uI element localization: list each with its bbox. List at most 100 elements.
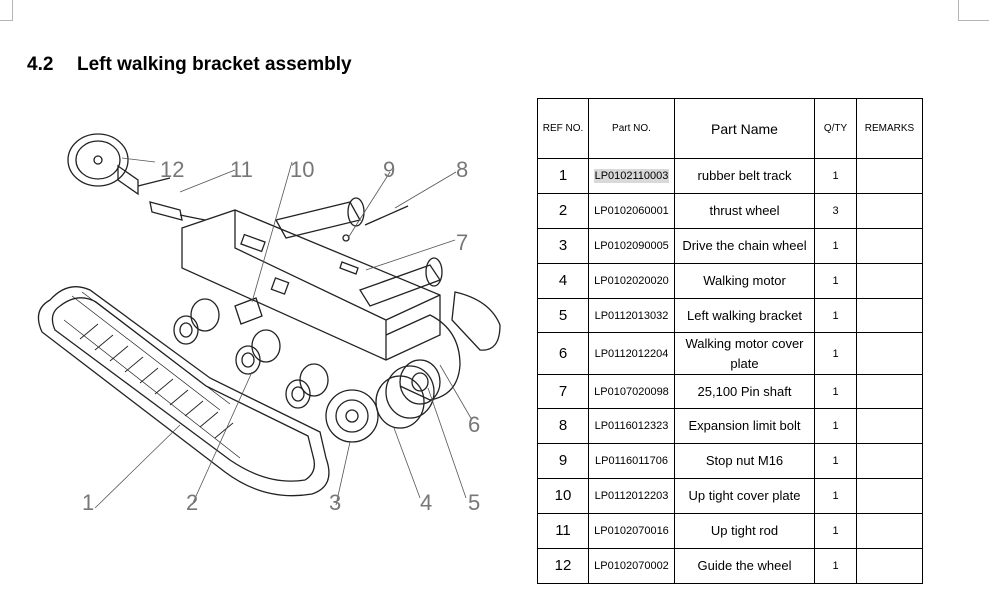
left-walking-bracket-drawing (181, 197, 461, 401)
qty-text: 1 (832, 420, 839, 432)
part-no-text: LP0102070002 (594, 560, 669, 572)
remarks-cell (856, 443, 923, 479)
page-corner-mark-left (0, 0, 13, 21)
qty-cell: 1 (814, 332, 857, 375)
part-name-cell: Up tight rod (674, 513, 815, 549)
part-name-cell: Up tight cover plate (674, 478, 815, 514)
ref-no-cell: 3 (537, 228, 589, 264)
qty-cell: 1 (814, 228, 857, 264)
part-no-text: LP0102020020 (594, 275, 669, 287)
part-name-text: Walking motor cover plate (685, 335, 804, 371)
section-heading: 4.2 Left walking bracket assembly (27, 54, 352, 76)
part-name-text: Drive the chain wheel (682, 238, 807, 253)
up-tight-cover-plate-drawing (234, 297, 263, 325)
ref-no-text: 11 (555, 522, 571, 539)
part-no-cell: LP0102020020 (588, 263, 675, 299)
part-name-text: Stop nut M16 (705, 453, 784, 468)
header-ref-no: REF NO. (537, 98, 589, 159)
part-name-cell: Guide the wheel (674, 548, 815, 584)
remarks-cell (856, 158, 923, 194)
part-no-cell: LP0102070016 (588, 513, 675, 549)
part-no-text: LP0102090005 (594, 240, 669, 252)
callout-4: 4 (420, 490, 432, 515)
ref-no-text: 10 (554, 487, 572, 504)
header-part-no: Part NO. (588, 98, 675, 159)
walking-motor-drawing (375, 359, 441, 429)
stop-nut-drawing (342, 234, 350, 242)
ref-no-text: 7 (558, 382, 568, 400)
part-no-cell: LP0102110003 (588, 158, 675, 194)
part-name-text: Left walking bracket (687, 307, 802, 323)
part-no-text: LP0112012203 (594, 490, 669, 502)
part-name-cell: rubber belt track (674, 158, 815, 194)
part-name-text: Guide the wheel (697, 558, 792, 573)
part-name-cell: Walking motor cover plate (674, 332, 815, 375)
ref-no-text: 8 (558, 417, 568, 434)
part-no-text: LP0102110003 (593, 169, 670, 183)
part-name-cell: thrust wheel (674, 193, 815, 229)
part-no-text: LP0116012323 (594, 420, 669, 432)
callout-10: 10 (290, 157, 314, 182)
part-no-text: LP0102060001 (594, 205, 669, 217)
part-no-cell: LP0112013032 (588, 298, 675, 333)
qty-cell: 1 (814, 298, 857, 333)
callout-7: 7 (456, 230, 468, 255)
remarks-cell (856, 374, 923, 409)
callout-numbers: 1 2 3 4 5 6 7 8 9 10 11 12 (82, 157, 480, 515)
qty-text: 1 (832, 347, 839, 360)
callout-leader-lines (94, 157, 473, 509)
part-no-text: LP0112013032 (594, 309, 669, 322)
part-name-cell: Stop nut M16 (674, 443, 815, 479)
ref-no-cell: 8 (537, 408, 589, 444)
ref-no-cell: 11 (537, 513, 589, 549)
part-name-text: 25,100 Pin shaft (697, 383, 792, 399)
parts-list-table: REF NO. Part NO. Part Name Q/TY REMARKS … (537, 98, 923, 584)
remarks-cell (856, 228, 923, 264)
part-name-text: Up tight rod (710, 523, 779, 538)
remarks-cell (856, 408, 923, 444)
qty-text: 1 (832, 275, 839, 287)
remarks-cell (856, 298, 923, 333)
part-name-text: thrust wheel (709, 203, 780, 218)
remarks-cell (856, 332, 923, 375)
ref-no-cell: 10 (537, 478, 589, 514)
section-number: 4.2 (27, 54, 54, 75)
table-row: 10 LP0112012203 Up tight cover plate 1 (537, 478, 923, 514)
callout-1: 1 (82, 490, 94, 515)
part-no-text: LP0116011706 (595, 455, 668, 467)
ref-no-cell: 5 (537, 298, 589, 333)
part-name-text: Walking motor (703, 273, 786, 288)
callout-6: 6 (468, 412, 480, 437)
part-no-cell: LP0112012204 (588, 332, 675, 375)
expansion-bolt-drawing (364, 205, 409, 226)
header-part-name: Part Name (674, 98, 815, 159)
qty-text: 1 (832, 490, 839, 502)
part-no-cell: LP0116011706 (588, 443, 675, 479)
part-no-cell: LP0112012203 (588, 478, 675, 514)
part-no-cell: LP0102070002 (588, 548, 675, 584)
ref-no-text: 5 (558, 306, 568, 324)
ref-no-cell: 7 (537, 374, 589, 409)
section-title: Left walking bracket assembly (77, 54, 352, 75)
ref-no-cell: 12 (537, 548, 589, 584)
qty-cell: 1 (814, 478, 857, 514)
qty-text: 3 (832, 205, 839, 217)
part-no-cell: LP0102090005 (588, 228, 675, 264)
qty-cell: 3 (814, 193, 857, 229)
up-tight-rod-drawing (149, 201, 206, 221)
part-no-text: LP0102070016 (594, 525, 669, 537)
ref-no-text: 1 (558, 167, 568, 184)
header-remarks: REMARKS (856, 98, 923, 159)
callout-8: 8 (456, 157, 468, 182)
qty-cell: 1 (814, 158, 857, 194)
table-row: 4 LP0102020020 Walking motor 1 (537, 263, 923, 299)
ref-no-cell: 4 (537, 263, 589, 299)
ref-no-cell: 9 (537, 443, 589, 479)
drive-chain-wheel-drawing (325, 389, 379, 443)
